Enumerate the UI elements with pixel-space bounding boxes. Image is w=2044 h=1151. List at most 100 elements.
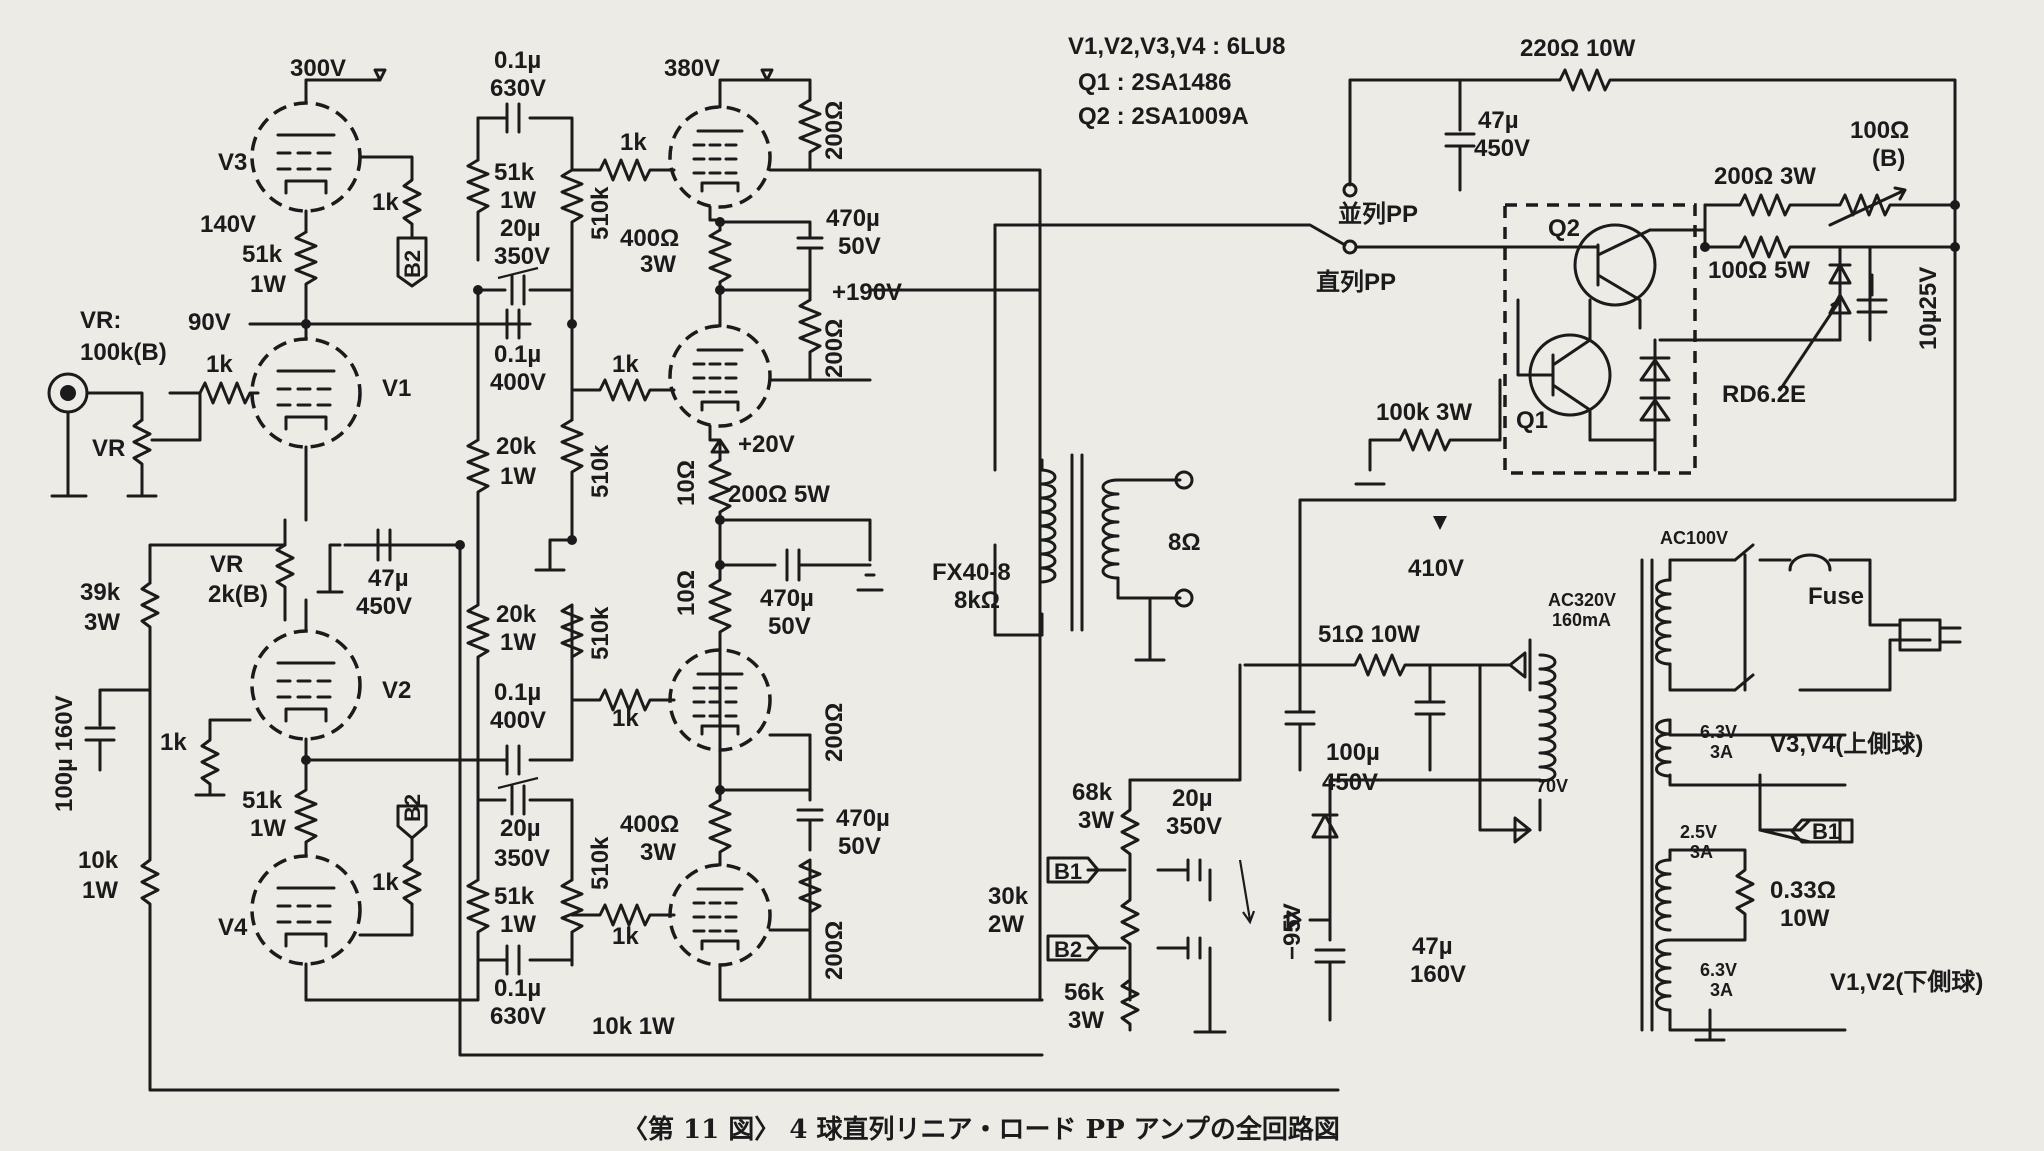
label-r1w-g: 1W: [500, 911, 536, 938]
label-r1w-a: 1W: [250, 271, 286, 298]
cap-100u-160v: [84, 688, 152, 772]
label-c50-a: 50V: [838, 233, 881, 260]
label-r3w-d: 3W: [1078, 807, 1114, 834]
tube-v1: [250, 337, 362, 449]
label-c50-b: 50V: [768, 613, 811, 640]
label-c100-450-a: 100µ: [1326, 739, 1380, 766]
label-r1k-v2: 1k: [160, 729, 187, 756]
label-c10-25: 10µ25V: [1915, 267, 1942, 350]
label-fx-b: 8kΩ: [954, 587, 1000, 614]
supply-rail-top: [1298, 68, 1957, 667]
label-q2: Q2: [1548, 215, 1580, 242]
label-r1k-g1: 1k: [620, 129, 647, 156]
label-r10-b: 10Ω: [673, 570, 700, 616]
label-r3w-c: 3W: [640, 839, 676, 866]
tube-v4: [250, 854, 362, 966]
label-r1k-v3: 1k: [372, 189, 399, 216]
label-neg95v: −95V: [1279, 903, 1306, 960]
b1-tag: B1: [1046, 856, 1100, 884]
label-410v: 410V: [1408, 555, 1464, 582]
label-r20k-a: 20k: [496, 433, 537, 460]
label-r51k-d: 51k: [494, 883, 535, 910]
tube-v2: [250, 629, 362, 741]
label-b1-box: B1: [1054, 859, 1082, 884]
diode-pair: [1639, 338, 1671, 442]
label-fx-a: FX40-8: [932, 559, 1011, 586]
input-jack: [47, 372, 89, 498]
label-20v: +20V: [738, 431, 795, 458]
label-h3a-c: 3A: [1710, 980, 1733, 1000]
label-r033-a: 0.33Ω: [1770, 877, 1836, 904]
label-c100-160: 100µ 160V: [51, 695, 78, 812]
text-labels: V1,V2,V3,V4 : 6LU8 Q1 : 2SA1486 Q2 : 2SA…: [51, 33, 1983, 1040]
label-r3w-b: 3W: [84, 609, 120, 636]
label-h63-a: 6.3V: [1700, 722, 1737, 742]
label-r1k-g4: 1k: [612, 923, 639, 950]
grid-resistor-v1: [160, 381, 260, 442]
label-c630-a: 630V: [490, 75, 546, 102]
label-c350-b: 350V: [494, 845, 550, 872]
label-c350-a: 350V: [494, 243, 550, 270]
v3-grid-resistor: [358, 155, 428, 288]
label-r2w: 2W: [988, 911, 1024, 938]
tube-list: V1,V2,V3,V4 : 6LU8: [1068, 33, 1285, 60]
label-r510k-a: 510k: [587, 186, 614, 240]
label-v3v4: V3,V4(上側球): [1770, 731, 1923, 758]
label-sw-ser: 直列PP: [1316, 269, 1396, 296]
label-r30k: 30k: [988, 883, 1029, 910]
label-140v: 140V: [200, 211, 256, 238]
label-b2-mid: B2: [400, 794, 425, 822]
label-r400-b: 400Ω: [620, 811, 679, 838]
label-r1w-f: 1W: [82, 877, 118, 904]
label-r200-5w: 200Ω 5W: [728, 481, 830, 508]
label-r51k-c: 51k: [242, 787, 283, 814]
mode-switch: [993, 223, 1502, 255]
label-r033-b: 10W: [1780, 905, 1830, 932]
power-stack-wires: [570, 68, 1044, 1002]
label-c470-a: 470µ: [826, 205, 880, 232]
label-r100-5w: 100Ω 5W: [1708, 257, 1810, 284]
label-ac320-b: 160mA: [1552, 610, 1611, 630]
label-r56k: 56k: [1064, 979, 1105, 1006]
label-sw-par: 並列PP: [1338, 200, 1418, 228]
label-r400-a: 400Ω: [620, 225, 679, 252]
label-r1w-b: 1W: [500, 187, 536, 214]
label-r1k-in: 1k: [206, 351, 233, 378]
label-r1k-v4: 1k: [372, 869, 399, 896]
label-vr2-b: 2k(B): [208, 581, 268, 608]
label-c20-c: 20µ: [1172, 785, 1213, 812]
transistor-q1: [1516, 298, 1612, 442]
label-v1v2: V1,V2(下側球): [1830, 969, 1983, 996]
arrow-410v: [1433, 516, 1447, 530]
label-c01-a: 0.1µ: [494, 47, 541, 74]
label-c470-b: 470µ: [760, 585, 814, 612]
label-c450-b: 450V: [1474, 135, 1530, 162]
transistor-q2: [1498, 223, 1657, 330]
resistor-10k-1w-left: [140, 658, 1340, 1092]
label-380v: 380V: [664, 55, 720, 82]
label-b2-box: B2: [1054, 937, 1082, 962]
label-r51k-b: 51k: [494, 159, 535, 186]
bias-network: [1086, 663, 1256, 1034]
label-r51k-a: 51k: [242, 241, 283, 268]
label-c450-a: 450V: [356, 593, 412, 620]
label-c100-450-b: 450V: [1322, 769, 1378, 796]
label-rd62e: RD6.2E: [1722, 381, 1806, 408]
label-h3a-b: 3A: [1690, 842, 1713, 862]
label-v4: V4: [218, 914, 248, 941]
label-r10k-1w: 10k 1W: [592, 1013, 675, 1040]
v2-cathode-resistor: [194, 718, 252, 797]
power-tube-lower-2: [668, 863, 772, 967]
label-vr-b: 100k(B): [80, 339, 167, 366]
label-vr2-a: VR: [210, 551, 243, 578]
label-r100-b-b: (B): [1872, 145, 1905, 172]
label-r100-b-a: 100Ω: [1850, 117, 1909, 144]
label-r20k-b: 20k: [496, 601, 537, 628]
label-r10k-a: 10k: [78, 847, 119, 874]
label-r200-b: 200Ω: [821, 319, 848, 378]
label-c20-a: 20µ: [500, 215, 541, 242]
label-b1-out: B1: [1812, 819, 1840, 844]
label-tap70: 70V: [1536, 776, 1568, 796]
label-r100k-3w: 100k 3W: [1376, 399, 1472, 426]
label-r1k-g3: 1k: [612, 705, 639, 732]
